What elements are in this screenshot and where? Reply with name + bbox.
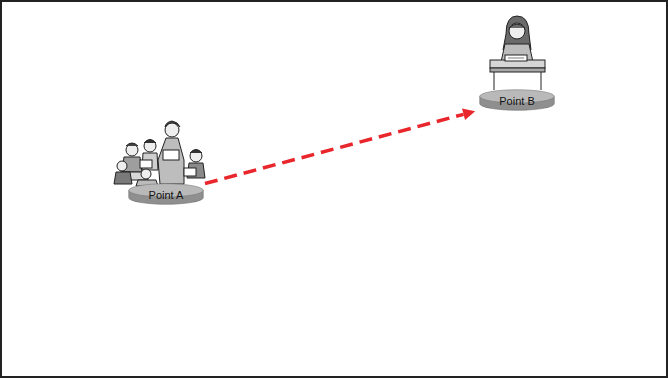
- dashed-arrow: [205, 109, 475, 184]
- pedestal-node: Point A: [128, 183, 204, 205]
- dashed-line: [205, 114, 464, 183]
- point-label: Point A: [149, 188, 184, 201]
- pedestal-node: Point B: [479, 89, 555, 111]
- girl-writing-illustration: [490, 16, 545, 90]
- reading-group-illustration: [114, 121, 205, 186]
- point-label: Point B: [499, 94, 534, 107]
- arrow-head: [462, 109, 475, 121]
